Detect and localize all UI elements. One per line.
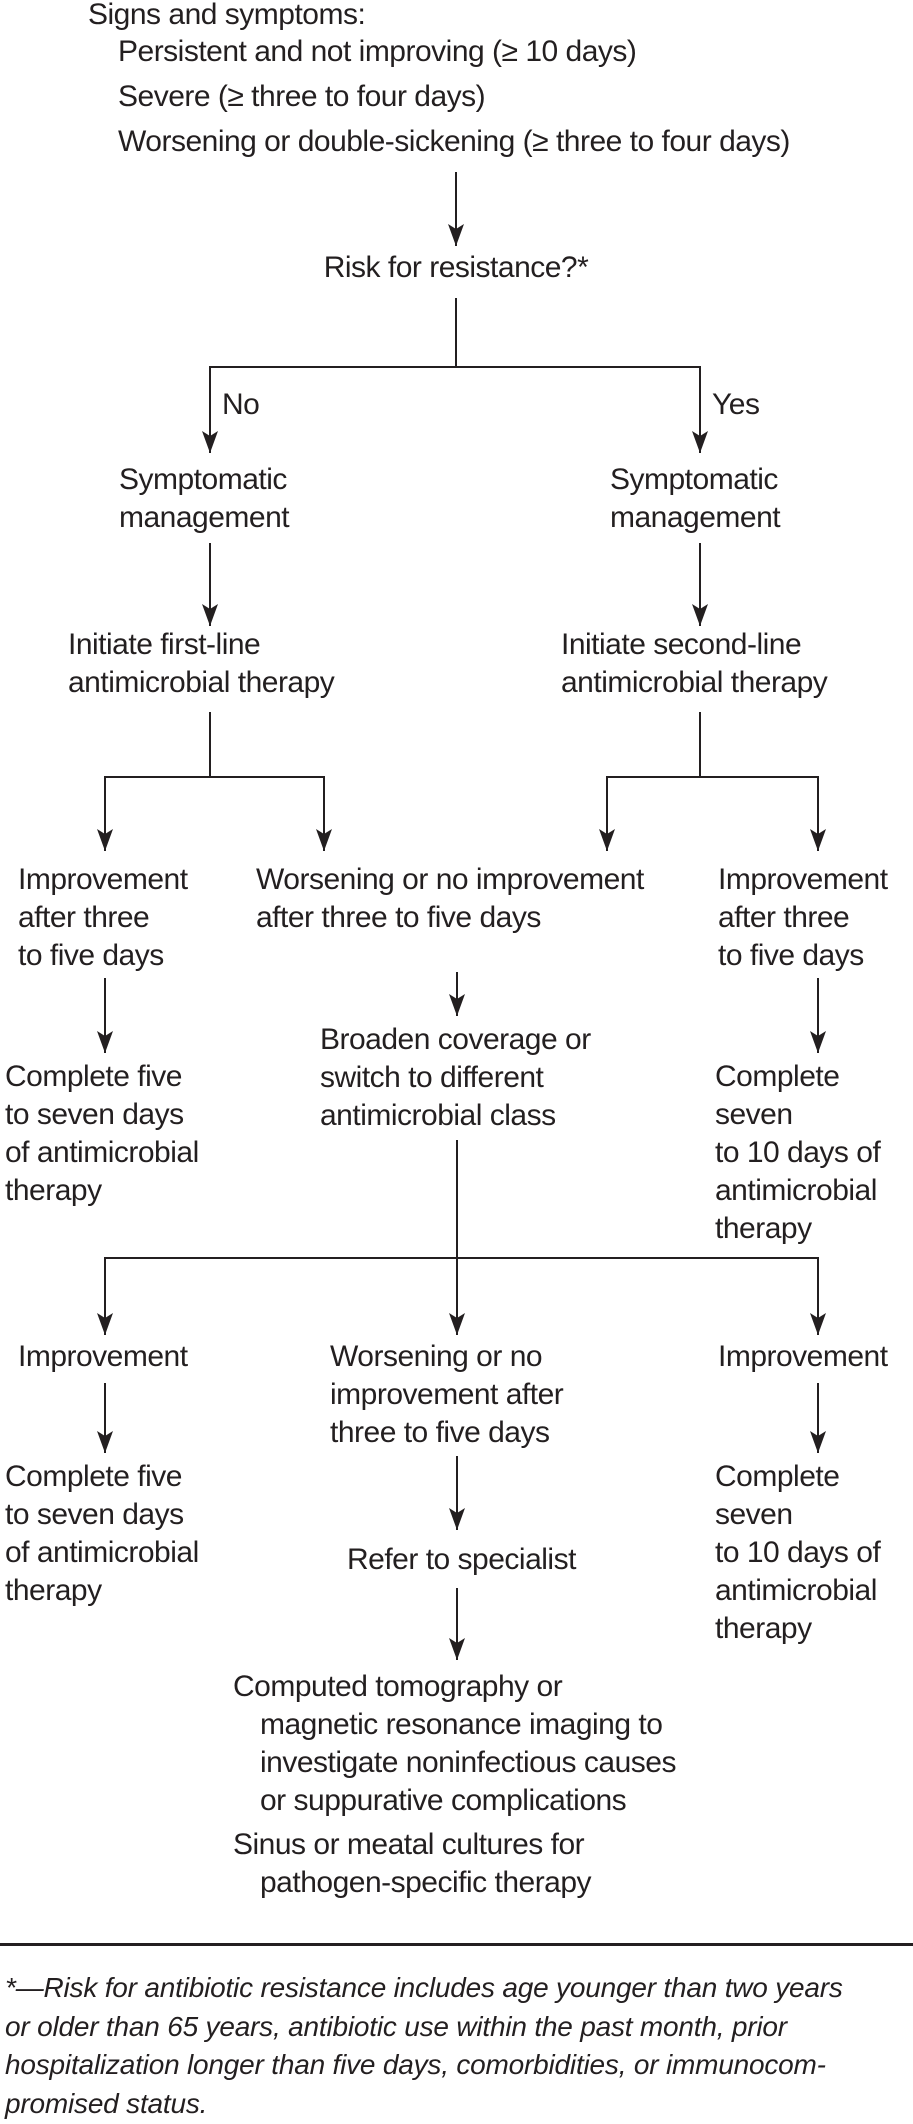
node-refer-specialist: Refer to specialist: [347, 1543, 576, 1576]
node-complete-five-seven-2: Complete five to seven days of antimicro…: [5, 1460, 199, 1607]
node-risk-question: Risk for resistance?*: [323, 251, 589, 284]
node-complete-seven-ten-1: Complete seven to 10 days of antimicrobi…: [715, 1060, 881, 1245]
intro-item-worsening: Worsening or double-sickening (≥ three t…: [118, 125, 790, 158]
node-sinus-cultures: Sinus or meatal cultures for pathogen-sp…: [233, 1828, 592, 1899]
node-worsening-no-improvement-2: Worsening or no improvement after three …: [330, 1340, 564, 1449]
label-branch-yes: Yes: [712, 388, 760, 421]
node-improvement-2-right: Improvement: [718, 1340, 888, 1373]
node-broaden-coverage: Broaden coverage or switch to different …: [320, 1023, 591, 1132]
intro-item-persistent: Persistent and not improving (≥ 10 days): [118, 35, 637, 68]
label-branch-no: No: [222, 388, 260, 421]
intro-item-severe: Severe (≥ three to four days): [118, 80, 486, 113]
node-initiate-first-line: Initiate first-line antimicrobial therap…: [68, 628, 335, 699]
node-improvement-second-line: Improvement after three to five days: [718, 863, 888, 972]
intro-title: Signs and symptoms:: [88, 0, 366, 31]
node-worsening-no-improvement-1: Worsening or no improvement after three …: [256, 863, 644, 934]
node-improvement-2-left: Improvement: [18, 1340, 188, 1373]
node-complete-five-seven-1: Complete five to seven days of antimicro…: [5, 1060, 199, 1207]
node-imaging-workup: Computed tomography or magnetic resonanc…: [233, 1670, 676, 1817]
node-improvement-first-line: Improvement after three to five days: [18, 863, 188, 972]
footnote-divider: [0, 1943, 913, 1946]
footnote-text: *—Risk for antibiotic resistance include…: [5, 1972, 843, 2119]
node-complete-seven-ten-2: Complete seven to 10 days of antimicrobi…: [715, 1460, 881, 1645]
node-symptomatic-management-left: Symptomatic management: [119, 463, 290, 534]
node-symptomatic-management-right: Symptomatic management: [610, 463, 781, 534]
node-initiate-second-line: Initiate second-line antimicrobial thera…: [561, 628, 828, 699]
